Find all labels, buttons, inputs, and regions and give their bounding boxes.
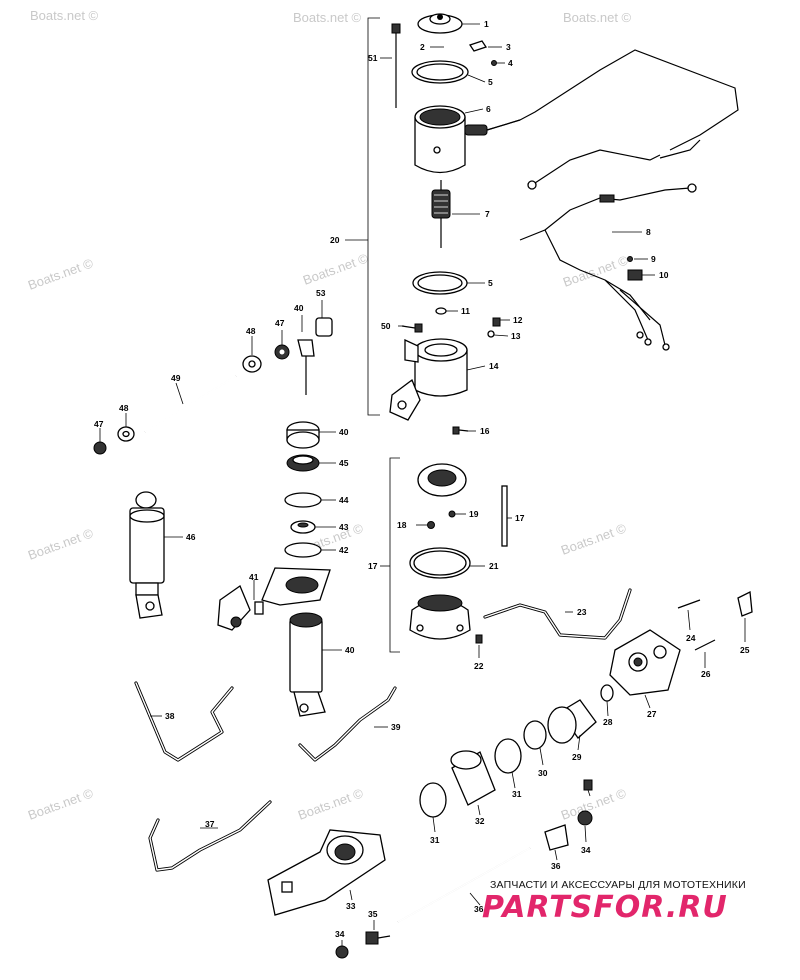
callout-53: 53 bbox=[316, 288, 326, 298]
callout-49: 49 bbox=[171, 373, 181, 383]
callout-32: 32 bbox=[475, 816, 485, 826]
trim-cylinder bbox=[129, 491, 183, 619]
callout-39: 39 bbox=[391, 722, 401, 732]
callout-10: 10 bbox=[659, 270, 669, 280]
callout-51: 51 bbox=[368, 53, 378, 63]
tilt-pin-set bbox=[93, 300, 333, 455]
pump-body bbox=[547, 590, 753, 751]
manifold-and-rod bbox=[267, 779, 593, 959]
callout-48: 48 bbox=[246, 326, 256, 336]
callout-19: 19 bbox=[469, 509, 479, 519]
callout-2: 2 bbox=[420, 42, 425, 52]
callout-47: 47 bbox=[275, 318, 285, 328]
callout-7: 7 bbox=[485, 209, 490, 219]
watermark: Boats.net © bbox=[293, 10, 362, 25]
callout-labels: 1 2 3 4 5 6 7 8 9 10 5 11 12 13 14 16 17… bbox=[94, 19, 750, 939]
assembly-brackets bbox=[345, 17, 400, 653]
callout-48b: 48 bbox=[119, 403, 129, 413]
callout-40c: 40 bbox=[294, 303, 304, 313]
hydraulic-tubes bbox=[134, 588, 632, 872]
watermark: Boats.net © bbox=[26, 255, 96, 293]
callout-43: 43 bbox=[339, 522, 349, 532]
watermark: Boats.net © bbox=[26, 525, 96, 563]
callout-27: 27 bbox=[647, 709, 657, 719]
piston-stack bbox=[284, 421, 336, 558]
watermarks: Boats.net © Boats.net © Boats.net © Boat… bbox=[26, 8, 632, 823]
watermark: Boats.net © bbox=[26, 785, 96, 823]
watermark: Boats.net © bbox=[301, 250, 371, 288]
watermark: Boats.net © bbox=[296, 785, 366, 823]
callout-22: 22 bbox=[474, 661, 484, 671]
callout-44: 44 bbox=[339, 495, 349, 505]
callout-14: 14 bbox=[489, 361, 499, 371]
motor-assembly bbox=[380, 13, 510, 435]
reservoir-assembly bbox=[409, 463, 512, 658]
callout-17b: 17 bbox=[368, 561, 378, 571]
callout-33: 33 bbox=[346, 901, 356, 911]
tilt-cylinder bbox=[217, 567, 342, 717]
callout-36b: 36 bbox=[474, 904, 484, 914]
callout-21: 21 bbox=[489, 561, 499, 571]
callout-40: 40 bbox=[339, 427, 349, 437]
callout-25: 25 bbox=[740, 645, 750, 655]
callout-36: 36 bbox=[551, 861, 561, 871]
callout-17: 17 bbox=[515, 513, 525, 523]
partsfor-logo[interactable]: PARTSFOR.RU bbox=[482, 890, 728, 925]
callout-9: 9 bbox=[651, 254, 656, 264]
callout-34: 34 bbox=[581, 845, 591, 855]
callout-6: 6 bbox=[486, 104, 491, 114]
callout-46: 46 bbox=[186, 532, 196, 542]
callout-20: 20 bbox=[330, 235, 340, 245]
callout-37: 37 bbox=[205, 819, 215, 829]
callout-47b: 47 bbox=[94, 419, 104, 429]
watermark: Boats.net © bbox=[561, 252, 631, 290]
callout-4: 4 bbox=[508, 58, 513, 68]
callout-8: 8 bbox=[646, 227, 651, 237]
callout-42: 42 bbox=[339, 545, 349, 555]
watermark: Boats.net © bbox=[563, 10, 632, 25]
sleeve-seals bbox=[419, 720, 547, 833]
callout-13: 13 bbox=[511, 331, 521, 341]
callout-41: 41 bbox=[249, 572, 259, 582]
callout-12: 12 bbox=[513, 315, 523, 325]
callout-1: 1 bbox=[484, 19, 489, 29]
callout-23: 23 bbox=[577, 607, 587, 617]
callout-28: 28 bbox=[603, 717, 613, 727]
callout-11: 11 bbox=[461, 306, 470, 316]
callout-31: 31 bbox=[512, 789, 522, 799]
callout-3: 3 bbox=[506, 42, 511, 52]
callout-34b: 34 bbox=[335, 929, 345, 939]
callout-30: 30 bbox=[538, 768, 548, 778]
callout-40b: 40 bbox=[345, 645, 355, 655]
watermark: Boats.net © bbox=[559, 520, 629, 558]
callout-5b: 5 bbox=[488, 278, 493, 288]
callout-38: 38 bbox=[165, 711, 175, 721]
callout-18: 18 bbox=[397, 520, 407, 530]
callout-5: 5 bbox=[488, 77, 493, 87]
callout-26: 26 bbox=[701, 669, 711, 679]
callout-35: 35 bbox=[368, 909, 378, 919]
callout-50: 50 bbox=[381, 321, 391, 331]
watermark: Boats.net © bbox=[559, 785, 629, 823]
callout-29: 29 bbox=[572, 752, 582, 762]
watermark: Boats.net © bbox=[30, 8, 99, 23]
wiring-harness bbox=[486, 49, 739, 351]
callout-24: 24 bbox=[686, 633, 696, 643]
footer-caption: ЗАПЧАСТИ И АКСЕССУАРЫ ДЛЯ МОТОТЕХНИКИ bbox=[490, 879, 746, 891]
callout-31b: 31 bbox=[430, 835, 440, 845]
callout-16: 16 bbox=[480, 426, 490, 436]
callout-45: 45 bbox=[339, 458, 349, 468]
